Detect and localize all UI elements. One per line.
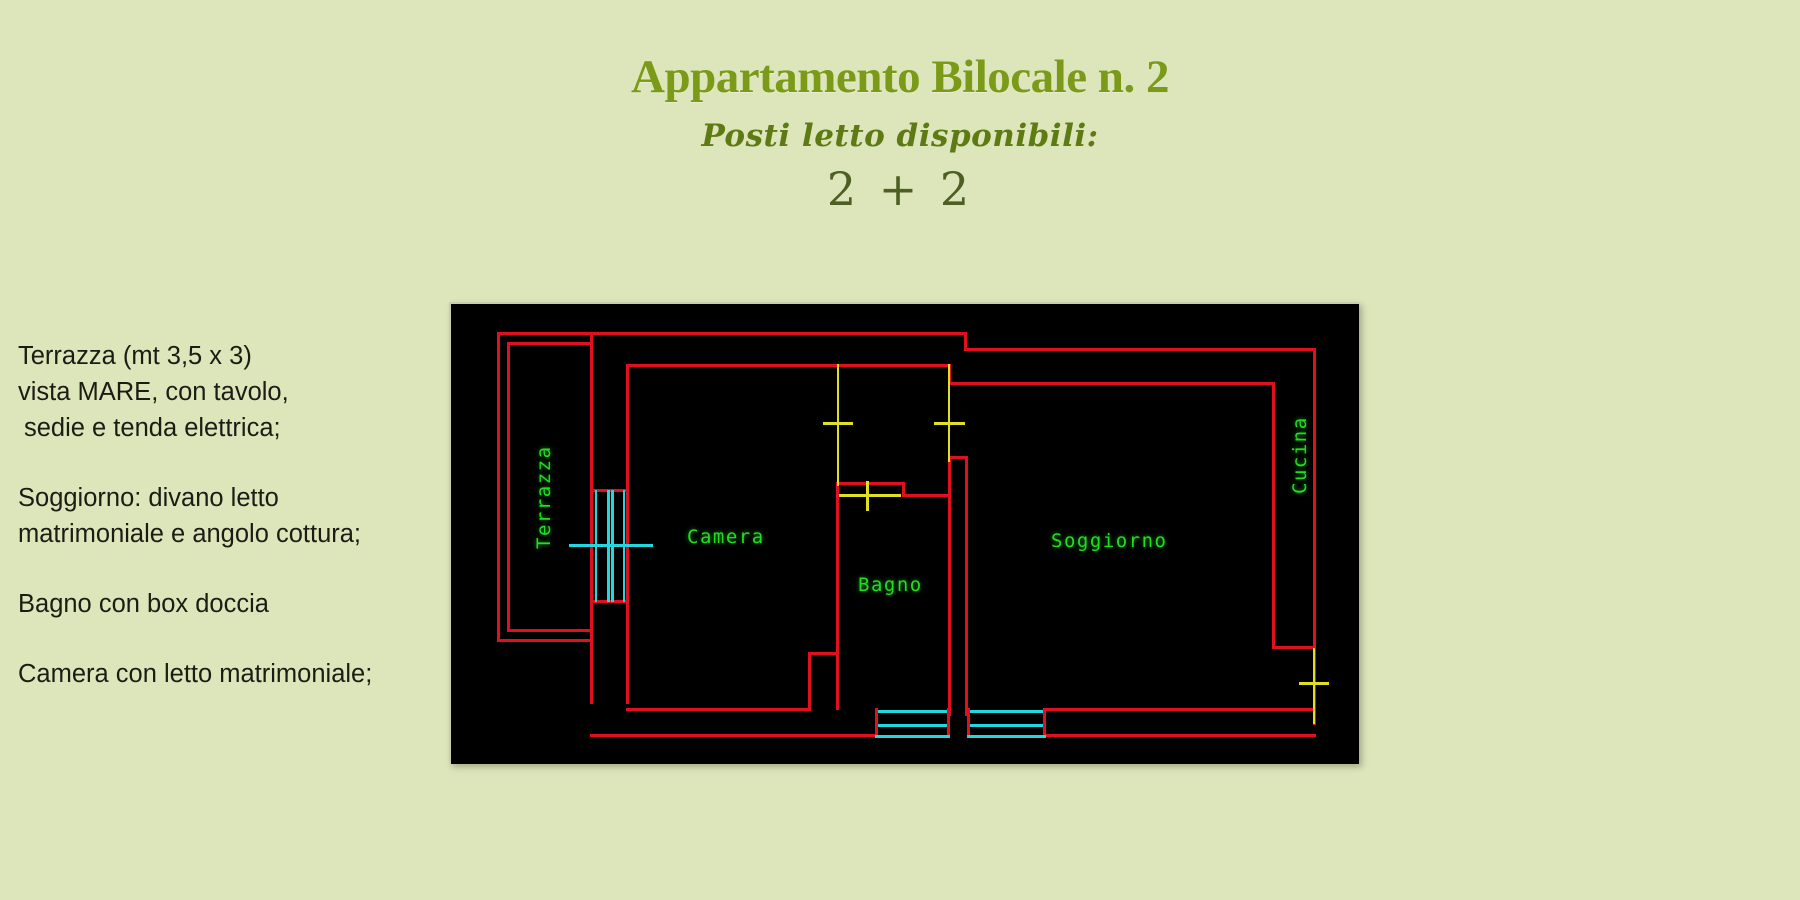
page-header: Appartamento Bilocale n. 2 Posti letto d… bbox=[0, 0, 1800, 216]
door-marker-bagno-soggiorno-horizontal bbox=[934, 422, 965, 425]
wall-terrazza-left-inner bbox=[507, 342, 510, 632]
floorplan-panel: Terrazza Camera Bagno Soggiorno Cucina bbox=[449, 302, 1359, 764]
wall-building-right-outer bbox=[1313, 348, 1316, 725]
wall-terrazza-bottom-inner bbox=[507, 629, 593, 632]
description-line: sedie e tenda elettrica; bbox=[24, 414, 281, 442]
wall-south-outer-right bbox=[1046, 734, 1316, 737]
door-marker-camera-bagno-vertical bbox=[837, 364, 839, 486]
jamb-window-camera-left bbox=[875, 708, 878, 737]
description-paragraph-bagno: Bagno con box doccia bbox=[18, 586, 438, 622]
wall-camera-top bbox=[626, 364, 951, 367]
wall-bagno-right-inner bbox=[948, 456, 951, 716]
description-paragraph-terrazza: Terrazza (mt 3,5 x 3) vista MARE, con ta… bbox=[18, 338, 438, 446]
jamb-window-camera-right bbox=[947, 708, 950, 737]
wall-terrazza-camera-left bbox=[590, 334, 593, 704]
room-label-cucina: Cucina bbox=[1289, 416, 1311, 494]
description-line: vista MARE, con tavolo, bbox=[18, 378, 289, 406]
wall-bagno-right-step bbox=[948, 456, 968, 459]
apartment-description: Terrazza (mt 3,5 x 3) vista MARE, con ta… bbox=[18, 338, 438, 692]
glazing-window-soggiorno-line-1 bbox=[970, 710, 1043, 713]
wall-camera-notch-horizontal bbox=[808, 652, 838, 655]
wall-building-top-left bbox=[590, 332, 967, 335]
wall-cucina-bottom-step bbox=[1272, 646, 1314, 649]
wall-terrazza-bottom-outer bbox=[497, 639, 593, 642]
description-line: Bagno con box doccia bbox=[18, 590, 269, 618]
wall-camera-notch-vertical bbox=[808, 652, 811, 710]
room-label-soggiorno: Soggiorno bbox=[1051, 530, 1168, 552]
description-paragraph-soggiorno: Soggiorno: divano letto matrimoniale e a… bbox=[18, 480, 438, 552]
wall-bagno-right-outer bbox=[965, 456, 968, 716]
jamb-window-soggiorno-left bbox=[967, 708, 970, 737]
wall-bagno-notch-horizontal bbox=[902, 494, 948, 497]
axis-sliding-door-horizontal bbox=[569, 544, 653, 547]
subtitle: Posti letto disponibili: bbox=[701, 118, 1099, 154]
description-line: Soggiorno: divano letto bbox=[18, 484, 279, 512]
wall-cucina-right-inner bbox=[1272, 382, 1275, 648]
description-line: Camera con letto matrimoniale; bbox=[18, 660, 373, 688]
door-marker-bagno-entry-vertical bbox=[866, 481, 869, 511]
glazing-window-camera-line-2 bbox=[878, 724, 947, 727]
wall-building-top-step-vertical bbox=[964, 332, 967, 350]
door-marker-bagno-entry-horizontal bbox=[839, 494, 901, 497]
wall-terrazza-left-outer bbox=[497, 332, 500, 642]
room-label-camera: Camera bbox=[687, 526, 765, 548]
glazing-window-camera-line-1 bbox=[878, 710, 947, 713]
wall-bagno-left-upper bbox=[836, 482, 839, 654]
wall-bagno-left-notch-top bbox=[836, 482, 904, 485]
page-title: Appartamento Bilocale n. 2 bbox=[631, 51, 1169, 103]
wall-soggiorno-bottom bbox=[1046, 708, 1316, 711]
beds-count: 2 + 2 bbox=[826, 162, 974, 216]
door-marker-camera-bagno-horizontal bbox=[823, 422, 853, 425]
door-marker-cucina-horizontal bbox=[1299, 682, 1329, 685]
wall-building-top-right bbox=[964, 348, 1316, 351]
glazing-window-soggiorno-line-3 bbox=[967, 735, 1046, 738]
jamb-window-soggiorno-right bbox=[1043, 708, 1046, 737]
glazing-window-soggiorno-line-2 bbox=[970, 724, 1043, 727]
wall-terrazza-camera-right bbox=[626, 364, 629, 704]
description-line: matrimoniale e angolo cottura; bbox=[18, 520, 362, 548]
door-marker-bagno-soggiorno-vertical bbox=[948, 364, 950, 462]
wall-bagno-left-lower bbox=[836, 652, 839, 710]
description-line: Terrazza (mt 3,5 x 3) bbox=[18, 342, 252, 370]
wall-terrazza-top-inner bbox=[507, 342, 591, 345]
room-label-terrazza: Terrazza bbox=[533, 445, 555, 549]
room-label-bagno: Bagno bbox=[858, 574, 923, 596]
wall-camera-bottom bbox=[626, 708, 811, 711]
glazing-window-camera-line-3 bbox=[875, 735, 950, 738]
description-paragraph-camera: Camera con letto matrimoniale; bbox=[18, 656, 438, 692]
wall-bagno-notch-vertical bbox=[902, 482, 905, 496]
wall-south-outer-left bbox=[590, 734, 875, 737]
door-marker-cucina-vertical bbox=[1313, 648, 1315, 724]
floorplan-drawing: Terrazza Camera Bagno Soggiorno Cucina bbox=[451, 304, 1359, 764]
wall-soggiorno-top bbox=[948, 382, 1275, 385]
